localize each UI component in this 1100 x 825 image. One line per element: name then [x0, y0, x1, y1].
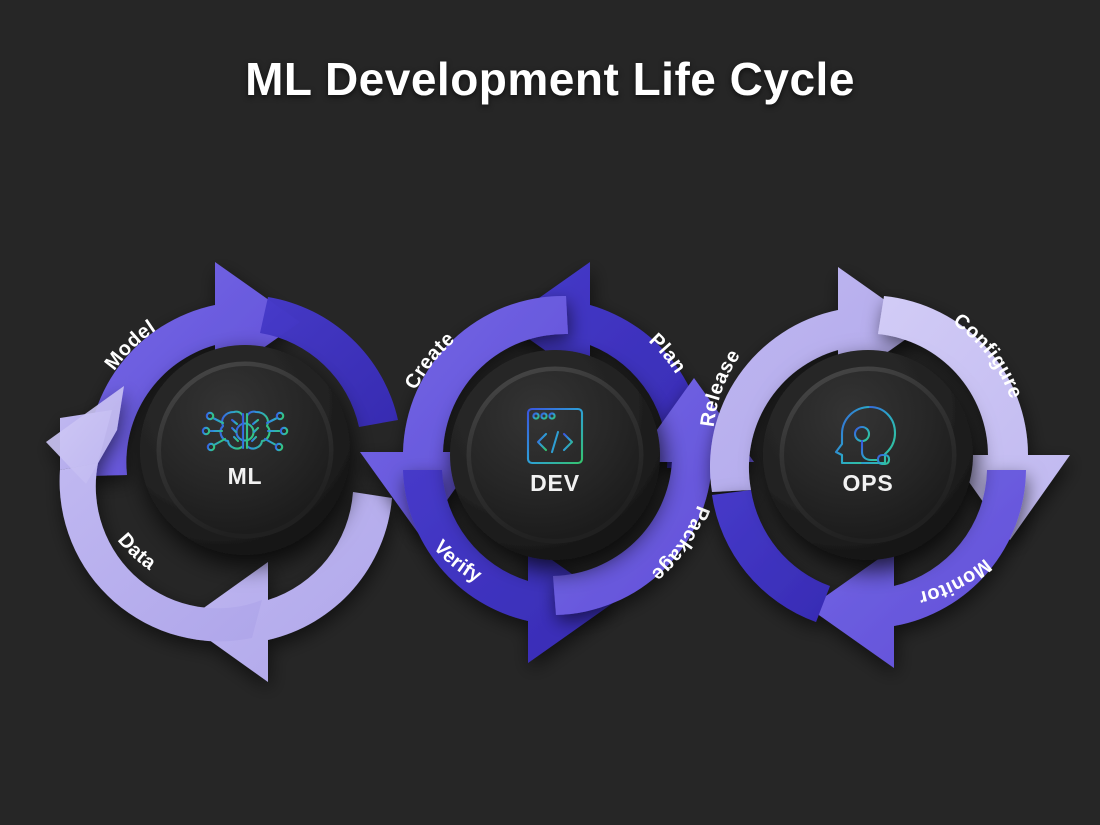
cycle-ml: ML Model Data: [46, 262, 398, 682]
stage-arrow-data[interactable]: [46, 386, 392, 682]
neural-brain-icon: [201, 410, 289, 452]
hub-inner-dev: [471, 371, 639, 539]
cycle-dev: DEV Plan Package Verify Create: [360, 262, 754, 663]
hub-rim-dev: [466, 366, 644, 544]
stage-arrow-model[interactable]: [87, 262, 300, 476]
hub-rim-ops: [779, 366, 957, 544]
hub-label-ops: OPS: [843, 470, 894, 496]
page-title: ML Development Life Cycle: [245, 53, 855, 105]
code-window-icon: [526, 407, 584, 465]
headset-head-icon: [834, 405, 897, 466]
hub-inner-ops: [784, 371, 952, 539]
stage-arrow-release[interactable]: [709, 267, 923, 492]
stage-arrow-model-tail: [260, 297, 398, 427]
hub-dev[interactable]: DEV: [450, 350, 660, 560]
stage-arrow-package[interactable]: [553, 378, 754, 615]
cycle-ops: OPS Release Configure Monitor: [697, 267, 1070, 668]
stage-arrow-monitor[interactable]: [712, 470, 1026, 668]
hub-ops[interactable]: OPS: [763, 350, 973, 560]
hub-rim-ml: [156, 361, 334, 539]
hub-label-dev: DEV: [530, 470, 580, 496]
hub-ml[interactable]: ML: [140, 345, 350, 555]
hub-inner-ml: [161, 366, 329, 534]
hub-label-ml: ML: [228, 463, 263, 489]
